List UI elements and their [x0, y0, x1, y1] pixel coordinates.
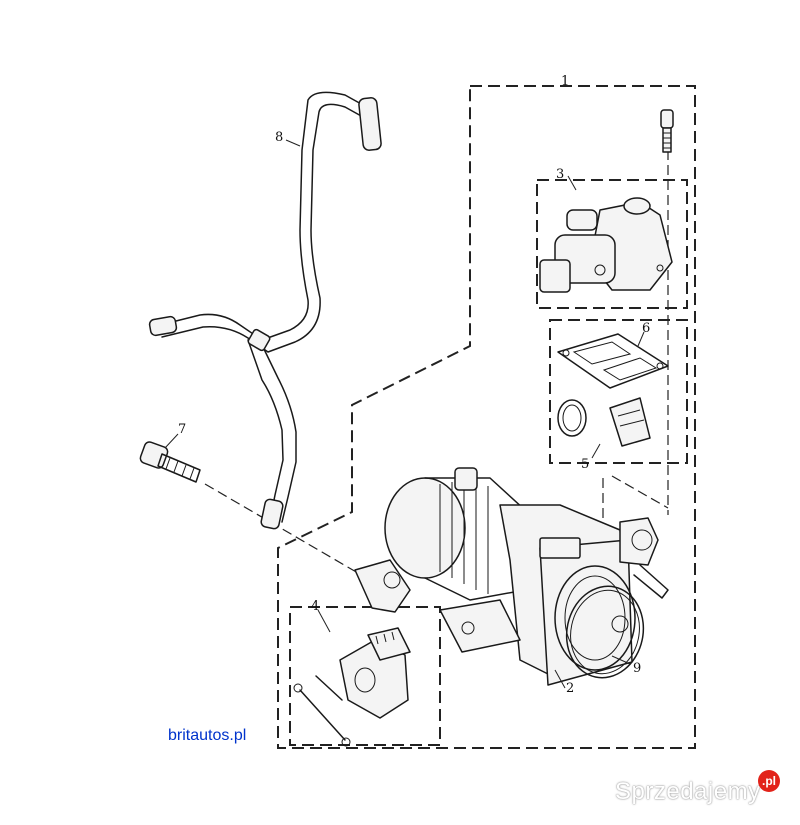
seal-5: [557, 397, 651, 447]
alignment-line-cross: [611, 475, 669, 509]
tps-sensor-4: [293, 627, 411, 747]
o-ring-9: [565, 585, 645, 679]
leader-7: [164, 433, 179, 449]
leader-6: [637, 331, 645, 347]
bolt-3: [660, 109, 674, 153]
brand-caption: britautos.pl: [168, 727, 247, 744]
callout-1: 1: [561, 74, 569, 89]
leader-3: [567, 175, 577, 191]
sub-box-5-6: [549, 319, 688, 464]
sub-box-3: [536, 179, 688, 309]
sub-box-4: [289, 606, 441, 746]
callout-3: 3: [556, 167, 564, 182]
leader-9: [611, 655, 631, 665]
idle-valve-3: [539, 197, 673, 293]
throttle-body-2: [354, 467, 669, 686]
leader-5: [591, 443, 601, 459]
hose-assembly-8: [148, 91, 382, 530]
alignment-line-screw: [204, 483, 371, 581]
watermark-badge: .pl: [758, 770, 780, 792]
callout-6: 6: [642, 321, 650, 336]
watermark-text: Sprzedajemy: [615, 778, 761, 805]
leader-4: [317, 609, 331, 633]
callout-4: 4: [311, 599, 319, 614]
callout-9: 9: [633, 661, 641, 676]
screw-7: [139, 441, 201, 483]
callout-2: 2: [566, 681, 574, 696]
gasket-6: [557, 333, 669, 389]
callout-7: 7: [178, 422, 186, 437]
assembly-boundary-1: [277, 85, 696, 749]
leader-8: [285, 139, 301, 147]
leader-2: [554, 669, 566, 689]
callout-8: 8: [275, 130, 283, 145]
callout-5: 5: [581, 457, 589, 472]
